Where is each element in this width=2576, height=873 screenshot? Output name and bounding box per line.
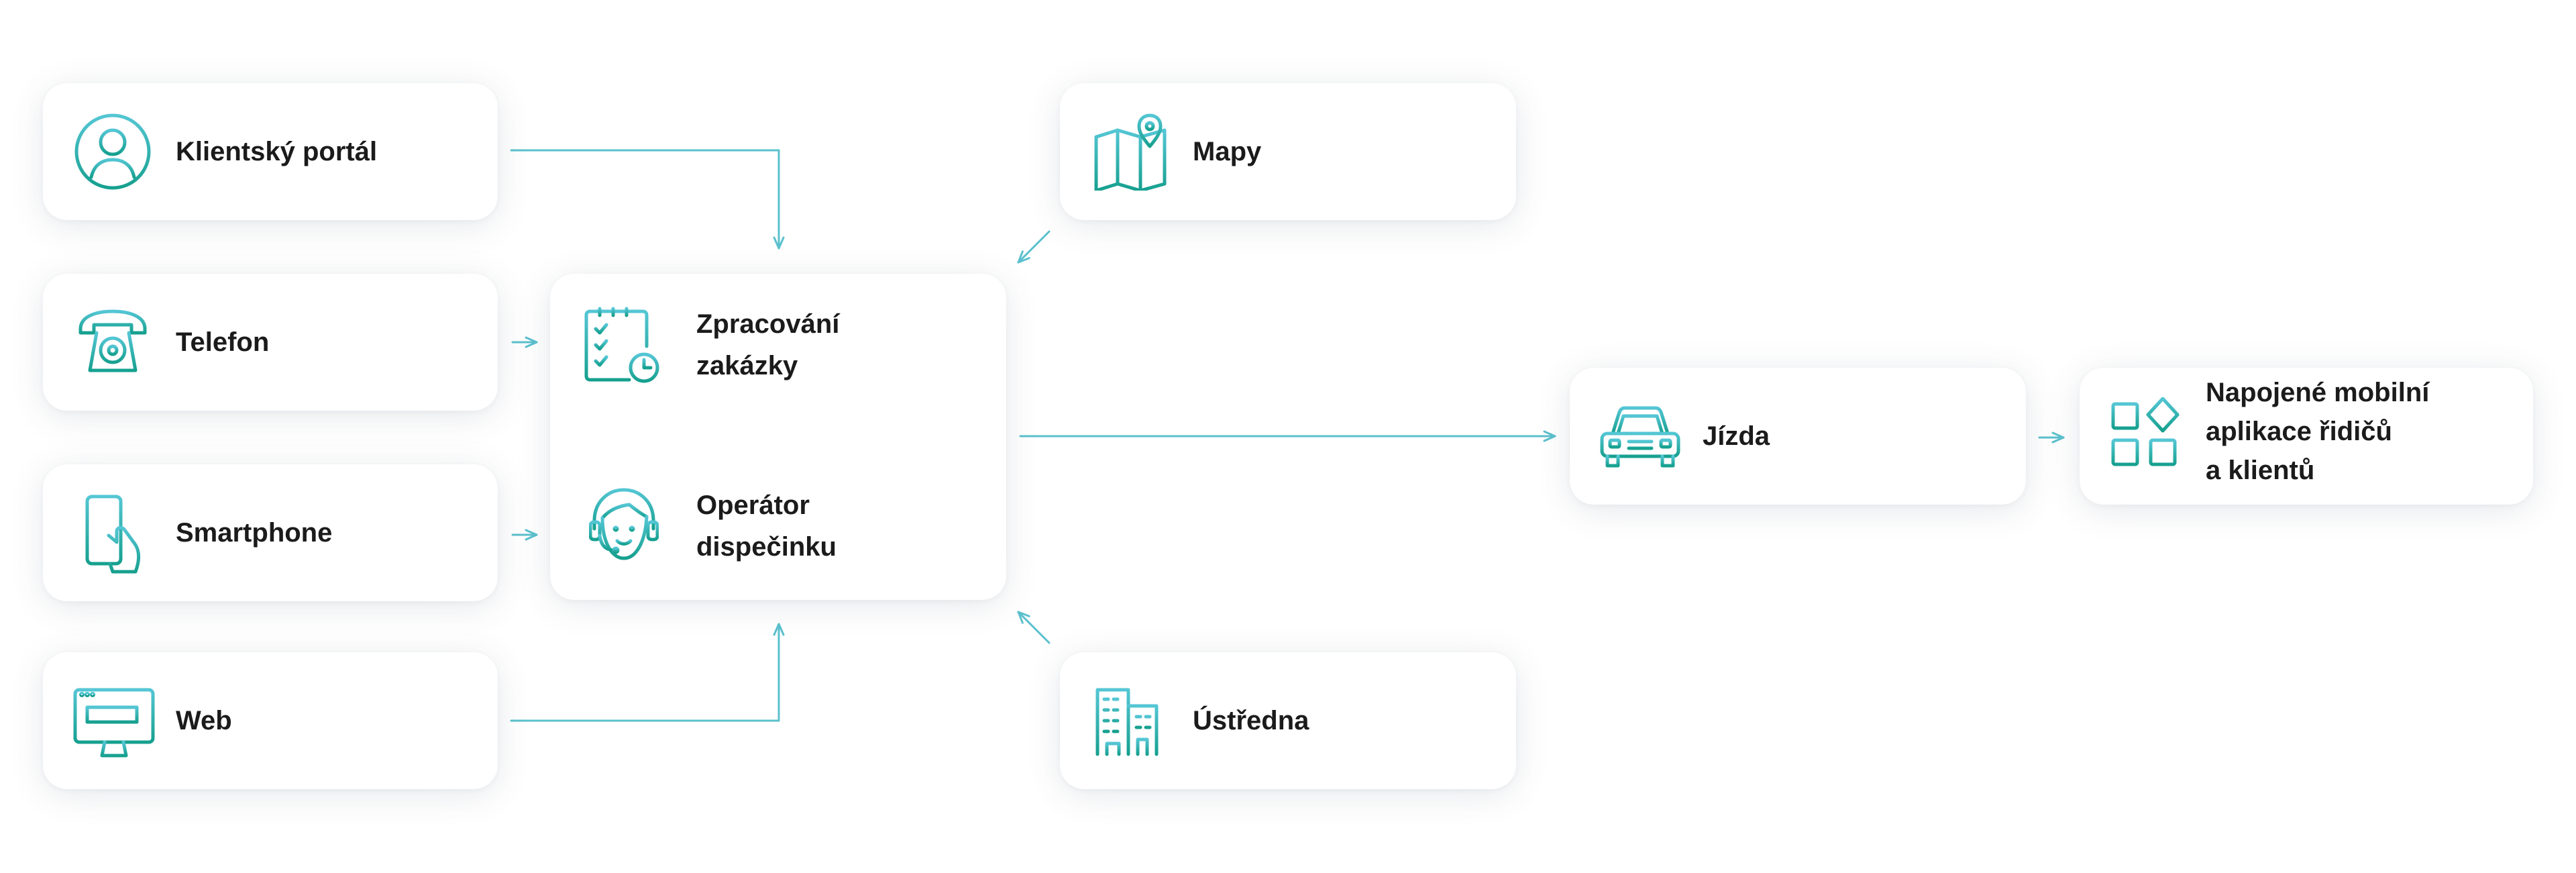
card-web: Web [43, 652, 498, 789]
arrow-portal-to-processing [510, 149, 785, 250]
input-label: Web [176, 706, 232, 735]
map-pin-icon [1093, 113, 1167, 191]
processing-label: Zpracování zakázky [696, 309, 840, 380]
app-blocks-icon [2110, 397, 2182, 471]
checklist-icon [582, 306, 660, 387]
card-jizda: Jízda [1570, 368, 2026, 505]
arrow-web-to-operator [510, 623, 785, 722]
card-ustredna: Ústředna [1060, 652, 1516, 789]
card-dispatch-center: Zpracování zakázky Operátor dispečinku [550, 274, 1006, 600]
card-napojene-aplikace: Napojené mobilní aplikace řidičů a klien… [2080, 368, 2533, 505]
card-klientsky-portal: Klientský portál [43, 83, 498, 220]
car-icon [1598, 404, 1682, 470]
telephone-icon [76, 309, 149, 376]
headset-operator-icon [589, 487, 659, 564]
card-mapy: Mapy [1060, 83, 1516, 220]
card-telefon: Telefon [43, 274, 498, 411]
building-icon [1093, 687, 1162, 757]
input-label: Telefon [176, 327, 270, 357]
user-icon [72, 111, 153, 192]
ride-label: Jízda [1703, 421, 1770, 451]
exchange-label: Ústředna [1193, 706, 1309, 735]
monitor-icon [72, 687, 156, 761]
input-label: Klientský portál [176, 137, 378, 166]
maps-label: Mapy [1193, 137, 1262, 166]
operator-label: Operátor dispečinku [696, 491, 837, 562]
input-label: Smartphone [176, 518, 333, 548]
smartphone-icon [83, 494, 144, 574]
arrow-exchange-to-operator [1017, 611, 1051, 644]
arrow-maps-to-processing [1017, 230, 1051, 264]
card-smartphone: Smartphone [43, 464, 498, 601]
apps-label: Napojené mobilní aplikace řidičů a klien… [2206, 378, 2430, 485]
